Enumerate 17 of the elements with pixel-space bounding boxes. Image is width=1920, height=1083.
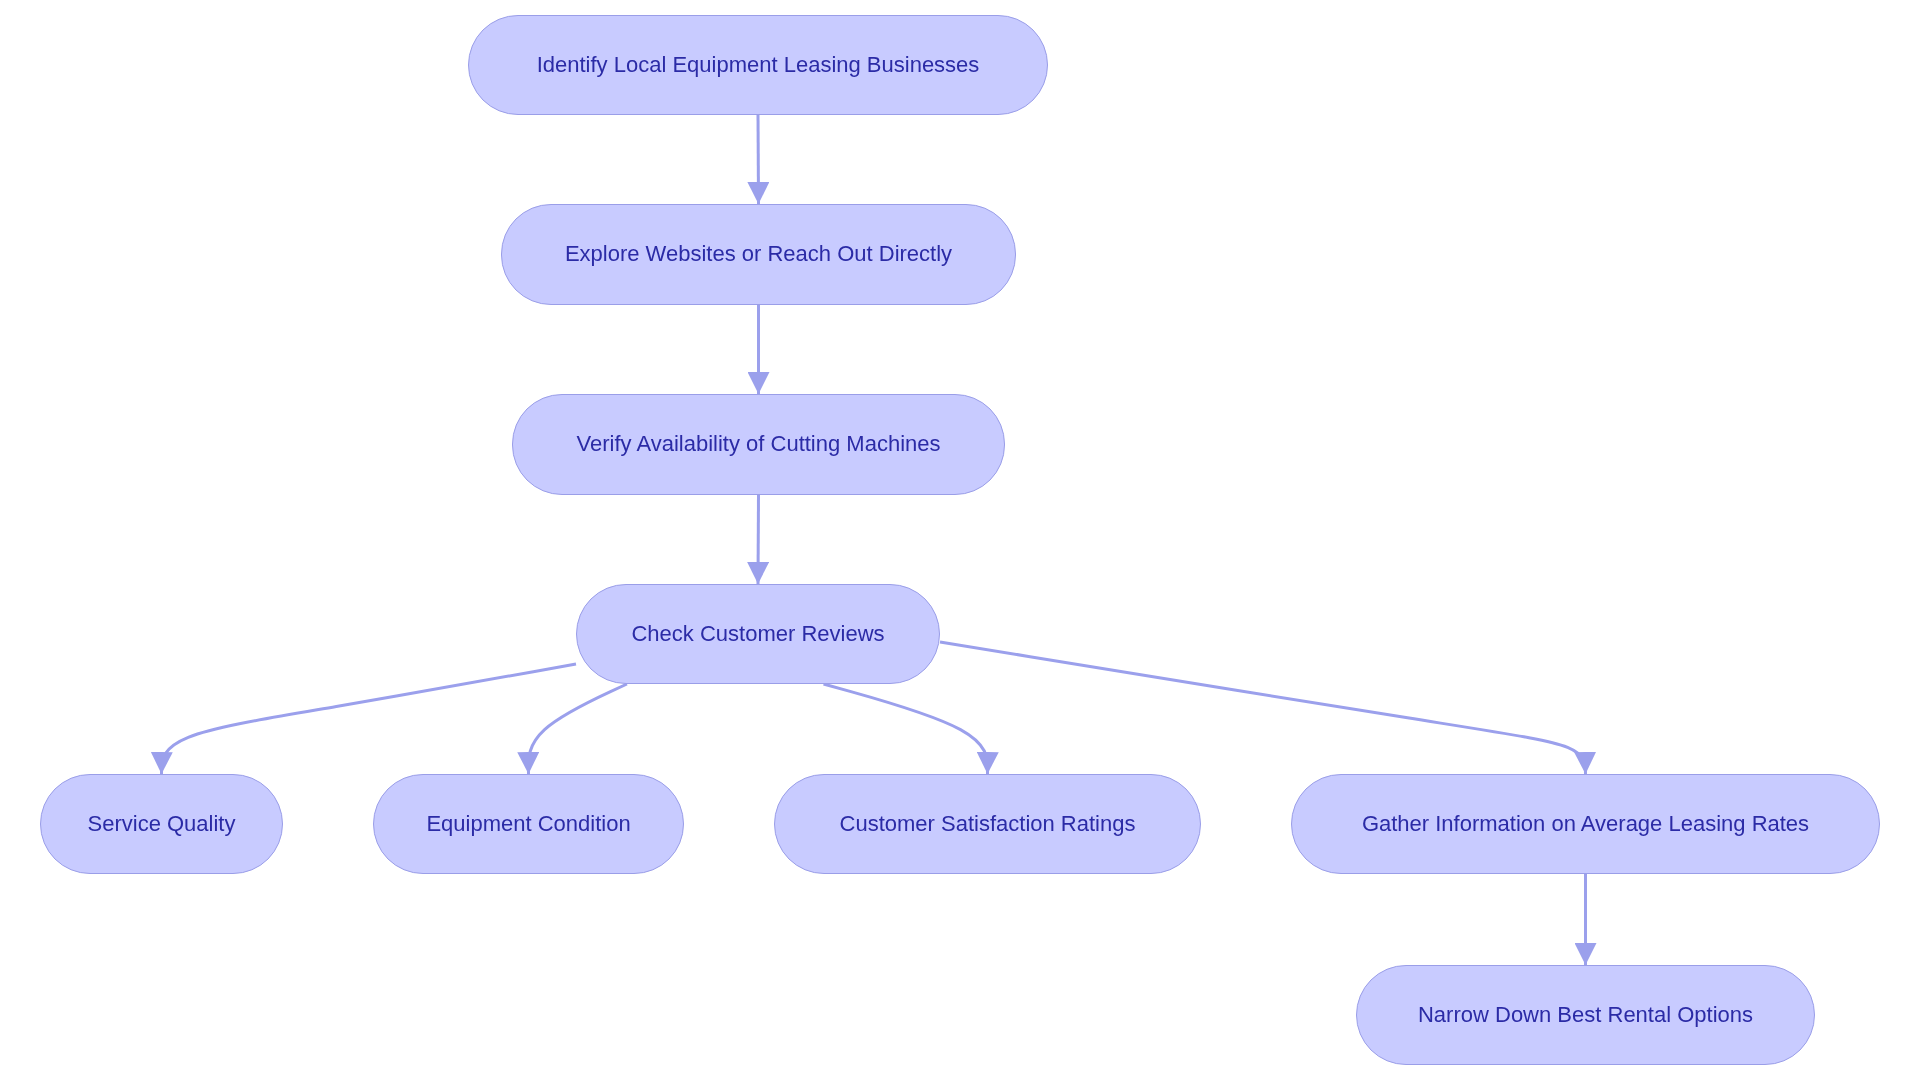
step-label: Narrow Down Best Rental Options — [1418, 1001, 1753, 1029]
arrow — [939, 640, 1597, 775]
step-label: Gather Information on Average Leasing Rates — [1361, 810, 1810, 838]
step-label: Explore Websites or Reach Out Directly — [564, 241, 953, 268]
step-label: Customer Satisfaction Ratings — [839, 810, 1136, 838]
arrow — [747, 305, 770, 394]
step-label: Check Customer Reviews — [631, 620, 885, 648]
arrow — [747, 115, 770, 204]
step-label: Identify Local Equipment Leasing Businesses — [536, 51, 980, 79]
arrow — [823, 682, 999, 774]
step-label: Verify Availability of Cutting Machines — [576, 431, 941, 458]
arrow — [1574, 874, 1597, 965]
step-label: Service Quality — [87, 810, 236, 838]
arrow — [747, 495, 770, 584]
arrow — [517, 682, 628, 774]
step-label: Equipment Condition — [426, 810, 631, 838]
arrow — [150, 662, 577, 774]
